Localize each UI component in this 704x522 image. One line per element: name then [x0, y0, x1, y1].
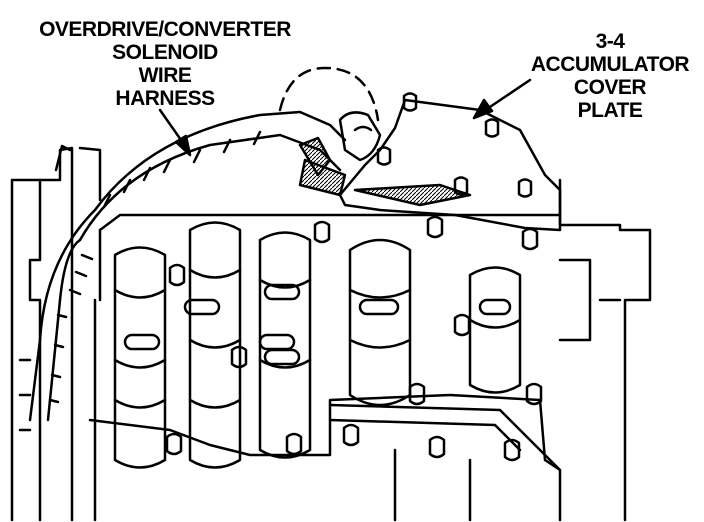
harness-label-line-4: HARNESS [115, 87, 215, 110]
plate-label-line-1: 3-4 [595, 30, 625, 53]
valve-body-housing [88, 213, 562, 522]
plate-label-line-4: PLATE [577, 99, 643, 122]
harness-leader-arrow [158, 108, 192, 157]
harness-label-line-2: SOLENOID [112, 41, 218, 64]
cover-plate-callout-label: 3-4 ACCUMULATOR COVER PLATE [510, 30, 704, 122]
plate-label-line-2: ACCUMULATOR [530, 53, 690, 76]
lower-bracket [328, 403, 562, 472]
wire-harness [28, 110, 347, 422]
valve-ports [123, 283, 512, 366]
plate-leader-arrow [472, 78, 532, 120]
harness-label-line-3: WIRE [138, 64, 192, 87]
solenoid-connector [278, 66, 382, 162]
valve-spools [113, 221, 522, 469]
plate-label-line-3: COVER [573, 76, 647, 99]
harness-callout-label: OVERDRIVE/CONVERTER SOLENOID WIRE HARNES… [20, 18, 310, 110]
cover-plate-bolts [376, 92, 533, 198]
transmission-case [10, 144, 652, 522]
harness-label-line-1: OVERDRIVE/CONVERTER [39, 18, 291, 41]
